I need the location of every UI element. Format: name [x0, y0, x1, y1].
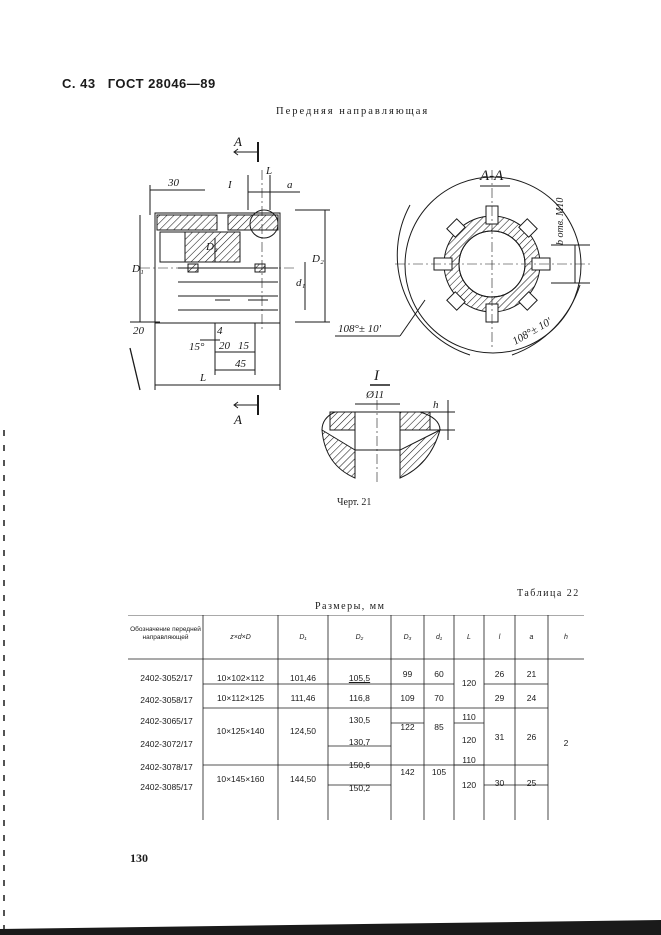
dim-phi11: Ø11 — [365, 389, 384, 401]
row1-l: 120 — [461, 678, 477, 688]
dim-45: 45 — [235, 358, 247, 370]
angle-label-left: 108°± 10' — [338, 323, 382, 335]
row6-d2: 150,2 — [348, 783, 371, 793]
header-d1-small: d₁ — [435, 634, 443, 641]
row5-d1-small: 105 — [431, 767, 447, 777]
header-a: a — [529, 634, 534, 641]
row4-l: 120 — [461, 735, 477, 745]
dim-d1-small: d₁ — [296, 277, 306, 289]
row1-d1-small: 60 — [434, 669, 444, 679]
header-h: h — [564, 634, 568, 641]
row2-d2: 116,8 — [349, 693, 370, 703]
row2-code: 2402-3058/17 — [140, 695, 193, 705]
row4-d2: 130,7 — [348, 737, 371, 747]
row3-a: 26 — [526, 732, 537, 742]
dim-a: a — [287, 179, 293, 191]
header-d2: D₂ — [355, 634, 364, 641]
header-zdd: z×d×D — [230, 634, 251, 641]
technical-drawing: А А А-А I 30 I L a D₁ D₃ d₁ D₂ 20 15° 4 … — [129, 134, 590, 485]
row3-l: 110 — [462, 712, 476, 722]
h-value: 2 — [563, 738, 569, 748]
dim-30: 30 — [167, 177, 180, 189]
row3-d1-small: 85 — [434, 722, 444, 732]
row3-d2: 130,5 — [348, 715, 371, 725]
row2-d3: 109 — [400, 693, 415, 703]
row5-zdd: 10×145×160 — [216, 774, 265, 784]
dim-20: 20 — [219, 340, 231, 352]
page-index: С. 43 — [62, 76, 96, 91]
row6-code: 2402-3085/17 — [140, 782, 193, 792]
row5-d1: 144,50 — [290, 774, 316, 784]
row4-code: 2402-3072/17 — [140, 739, 193, 749]
holes-label: b отв. М10 — [555, 198, 566, 245]
dim-l: L — [265, 165, 272, 177]
row5-code: 2402-3078/17 — [140, 762, 193, 772]
row1-a: 21 — [526, 669, 537, 679]
header-l-lower: l — [498, 634, 501, 641]
header-l-upper: L — [467, 634, 471, 641]
row2-l-small: 29 — [494, 693, 505, 703]
dim-15: 15 — [238, 340, 250, 352]
figure-caption: Черт. 21 — [337, 497, 372, 508]
standard-code: ГОСТ 28046—89 — [107, 76, 216, 91]
row2-d1-small: 70 — [434, 693, 444, 703]
dim-detail-i: I — [227, 179, 233, 191]
row2-zdd: 10×112×125 — [216, 693, 265, 703]
header-d1: D₁ — [299, 634, 307, 641]
row2-a: 24 — [526, 693, 537, 703]
dim-d2: D₂ — [311, 253, 324, 265]
section-label-bottom: А — [233, 412, 242, 427]
row3-code: 2402-3065/17 — [140, 716, 193, 726]
dim-l-total: L — [199, 372, 206, 384]
row6-a: 25 — [526, 778, 537, 788]
row5-d3: 142 — [400, 767, 415, 777]
section-label-top: А — [233, 134, 242, 149]
row1-d2: 105,5 — [348, 673, 371, 683]
page-number: 130 — [130, 851, 148, 865]
dim-d3: D₃ — [205, 241, 218, 253]
row6-l: 120 — [461, 780, 477, 790]
row3-d1: 124,50 — [290, 726, 316, 736]
section-aa-title: А-А — [479, 168, 504, 184]
dim-h: h — [433, 399, 439, 411]
row1-zdd: 10×102×112 — [216, 673, 265, 683]
row1-d1: 101,46 — [290, 673, 316, 683]
table-grid — [128, 615, 584, 820]
header-d3: D₃ — [403, 634, 412, 641]
dim-15-deg: 15° — [189, 341, 205, 353]
sizes-label: Размеры, мм — [315, 601, 386, 612]
row1-d3: 99 — [402, 669, 413, 679]
row3-zdd: 10×125×140 — [216, 726, 265, 736]
row1-l-small: 26 — [494, 669, 505, 679]
row3-d3: 122 — [400, 722, 415, 732]
row1-code: 2402-3052/17 — [140, 673, 193, 683]
drawing-title: Передняя направляющая — [276, 106, 430, 117]
dim-d1-diam: D₁ — [131, 263, 144, 275]
detail-label: I — [373, 368, 380, 384]
row3-l-small: 31 — [494, 732, 505, 742]
page-header: С. 43 ГОСТ 28046—89 — [62, 76, 224, 91]
row2-d1: 111,46 — [290, 693, 316, 703]
header-designation: Обозначение передней направляющей — [130, 626, 201, 641]
row5-d2: 150,6 — [348, 760, 371, 770]
dimensions-table: Обозначение передней направляющей z×d×D … — [128, 615, 584, 820]
table-label: Таблица 22 — [517, 588, 580, 599]
row6-l-small: 30 — [494, 778, 505, 788]
dim-20-left: 20 — [133, 325, 145, 337]
row5-l: 110 — [462, 755, 476, 765]
dim-4: 4 — [217, 325, 223, 337]
